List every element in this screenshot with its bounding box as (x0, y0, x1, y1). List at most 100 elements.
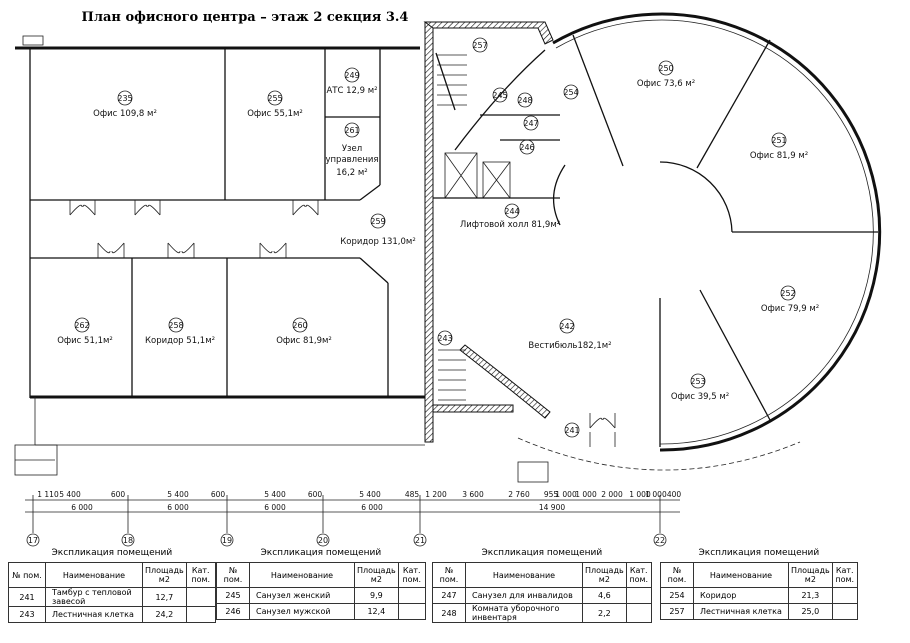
explication-table-4: Экспликация помещений № пом.Наименование… (660, 548, 858, 620)
svg-text:244: 244 (504, 207, 519, 216)
svg-text:600: 600 (308, 490, 323, 499)
room-248: 248 (517, 92, 533, 108)
svg-text:6 000: 6 000 (71, 503, 93, 512)
svg-text:245: 245 (492, 91, 507, 100)
svg-text:255: 255 (267, 94, 282, 103)
svg-text:1 200: 1 200 (425, 490, 447, 499)
room-243: 243 (437, 330, 453, 346)
col-area: Площадь м2 (582, 562, 627, 588)
svg-text:5 400: 5 400 (264, 490, 286, 499)
cell: 24,2 (142, 606, 187, 623)
svg-text:5 400: 5 400 (359, 490, 381, 499)
room-247: 247 (523, 115, 539, 131)
cell (625, 587, 652, 604)
cell: 243 (8, 606, 46, 623)
svg-text:600: 600 (211, 490, 226, 499)
col-area: Площадь м2 (788, 562, 833, 588)
col-area: Площадь м2 (354, 562, 399, 588)
axis-18: 18 (121, 495, 135, 547)
room-246: 246 (519, 139, 535, 155)
svg-text:16,2 м²: 16,2 м² (336, 168, 367, 178)
svg-text:241: 241 (564, 426, 579, 435)
svg-text:Узел: Узел (342, 144, 362, 154)
col-number: № пом. (8, 562, 46, 588)
cell: 247 (432, 587, 466, 604)
svg-text:1 000: 1 000 (645, 490, 667, 499)
svg-text:259: 259 (370, 217, 385, 226)
cell (831, 587, 858, 604)
table-title: Экспликация помещений (260, 548, 382, 558)
cell: 4,6 (582, 587, 627, 604)
svg-text:6 000: 6 000 (167, 503, 189, 512)
cell: 25,0 (788, 603, 833, 620)
svg-text:258: 258 (168, 321, 183, 330)
svg-text:6 000: 6 000 (264, 503, 286, 512)
explication-table-3: Экспликация помещений № пом.Наименование… (432, 548, 652, 623)
svg-text:955: 955 (544, 490, 559, 499)
left-wing-walls (14, 35, 425, 476)
cell: Коридор (693, 587, 789, 604)
svg-text:1 000: 1 000 (555, 490, 577, 499)
svg-text:252: 252 (780, 289, 795, 298)
svg-text:Офис 73,6 м²: Офис 73,6 м² (637, 79, 695, 89)
svg-text:2 760: 2 760 (508, 490, 530, 499)
svg-text:Офис 81,9м²: Офис 81,9м² (276, 336, 332, 346)
cell (185, 606, 216, 623)
svg-text:1 110: 1 110 (37, 490, 59, 499)
svg-text:АТС 12,9 м²: АТС 12,9 м² (326, 86, 377, 96)
core-walls (423, 21, 566, 443)
col-area: Площадь м2 (142, 562, 187, 588)
room-245: 245 (492, 87, 508, 103)
plan-title: План офисного центра – этаж 2 секция 3.4 (82, 10, 409, 25)
svg-text:254: 254 (563, 88, 578, 97)
col-category: Кат. пом. (831, 562, 858, 588)
svg-text:260: 260 (292, 321, 307, 330)
svg-text:5 400: 5 400 (167, 490, 189, 499)
svg-text:243: 243 (437, 334, 452, 343)
table-title: Экспликация помещений (698, 548, 820, 558)
cell: 2,2 (582, 603, 627, 623)
cell: 9,9 (354, 587, 399, 604)
cell: 12,4 (354, 603, 399, 620)
svg-text:Коридор 131,0м²: Коридор 131,0м² (340, 237, 415, 247)
svg-text:20: 20 (318, 536, 328, 545)
col-number: № пом. (432, 562, 466, 588)
svg-text:Офис 81,9 м²: Офис 81,9 м² (750, 151, 808, 161)
cell (397, 603, 426, 620)
dimension-lines: 1 110 5 400 600 5 400 600 5 400 600 5 40… (25, 490, 681, 547)
axis-21: 21 (413, 495, 427, 547)
cell (831, 603, 858, 620)
svg-text:14 900: 14 900 (539, 503, 565, 512)
cell: Лестничная клетка (45, 606, 143, 623)
cell: 21,3 (788, 587, 833, 604)
svg-text:262: 262 (74, 321, 89, 330)
svg-text:22: 22 (655, 536, 665, 545)
axis-22: 22 (653, 495, 667, 547)
svg-text:235: 235 (117, 94, 132, 103)
room-241: 241 (564, 422, 580, 438)
svg-text:3 600: 3 600 (462, 490, 484, 499)
svg-text:251: 251 (771, 136, 786, 145)
svg-text:1 000: 1 000 (629, 490, 651, 499)
col-name: Наименование (465, 562, 583, 588)
door-symbols (69, 200, 616, 447)
cell: 254 (660, 587, 694, 604)
svg-text:Лифтовой холл 81,9м²: Лифтовой холл 81,9м² (460, 220, 560, 230)
